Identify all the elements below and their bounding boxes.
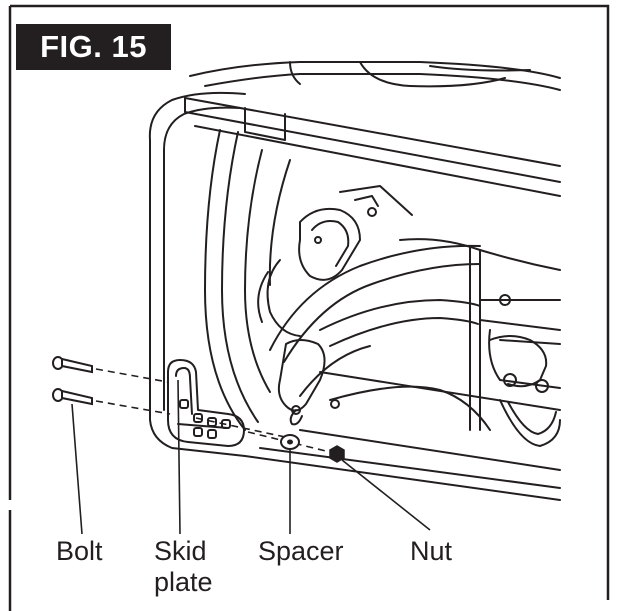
bolts: [53, 357, 92, 404]
label-spacer: Spacer: [258, 536, 344, 567]
leader-bolt: [72, 404, 82, 534]
bolt-lower: [53, 389, 92, 404]
label-nut: Nut: [410, 536, 452, 567]
figure-title: FIG. 15: [16, 24, 171, 70]
label-skid-plate-line1: Skid: [154, 536, 224, 567]
label-bolt: Bolt: [56, 536, 103, 567]
nut-part: [330, 446, 344, 462]
frame-top-right: [10, 6, 608, 600]
label-skid-plate: Skid plate: [154, 536, 224, 598]
spacer-part: [281, 435, 299, 449]
bolt-upper: [53, 357, 92, 372]
leader-nut: [342, 460, 430, 530]
snowthrower-housing: [150, 62, 560, 500]
label-skid-plate-line2: plate: [154, 567, 224, 598]
